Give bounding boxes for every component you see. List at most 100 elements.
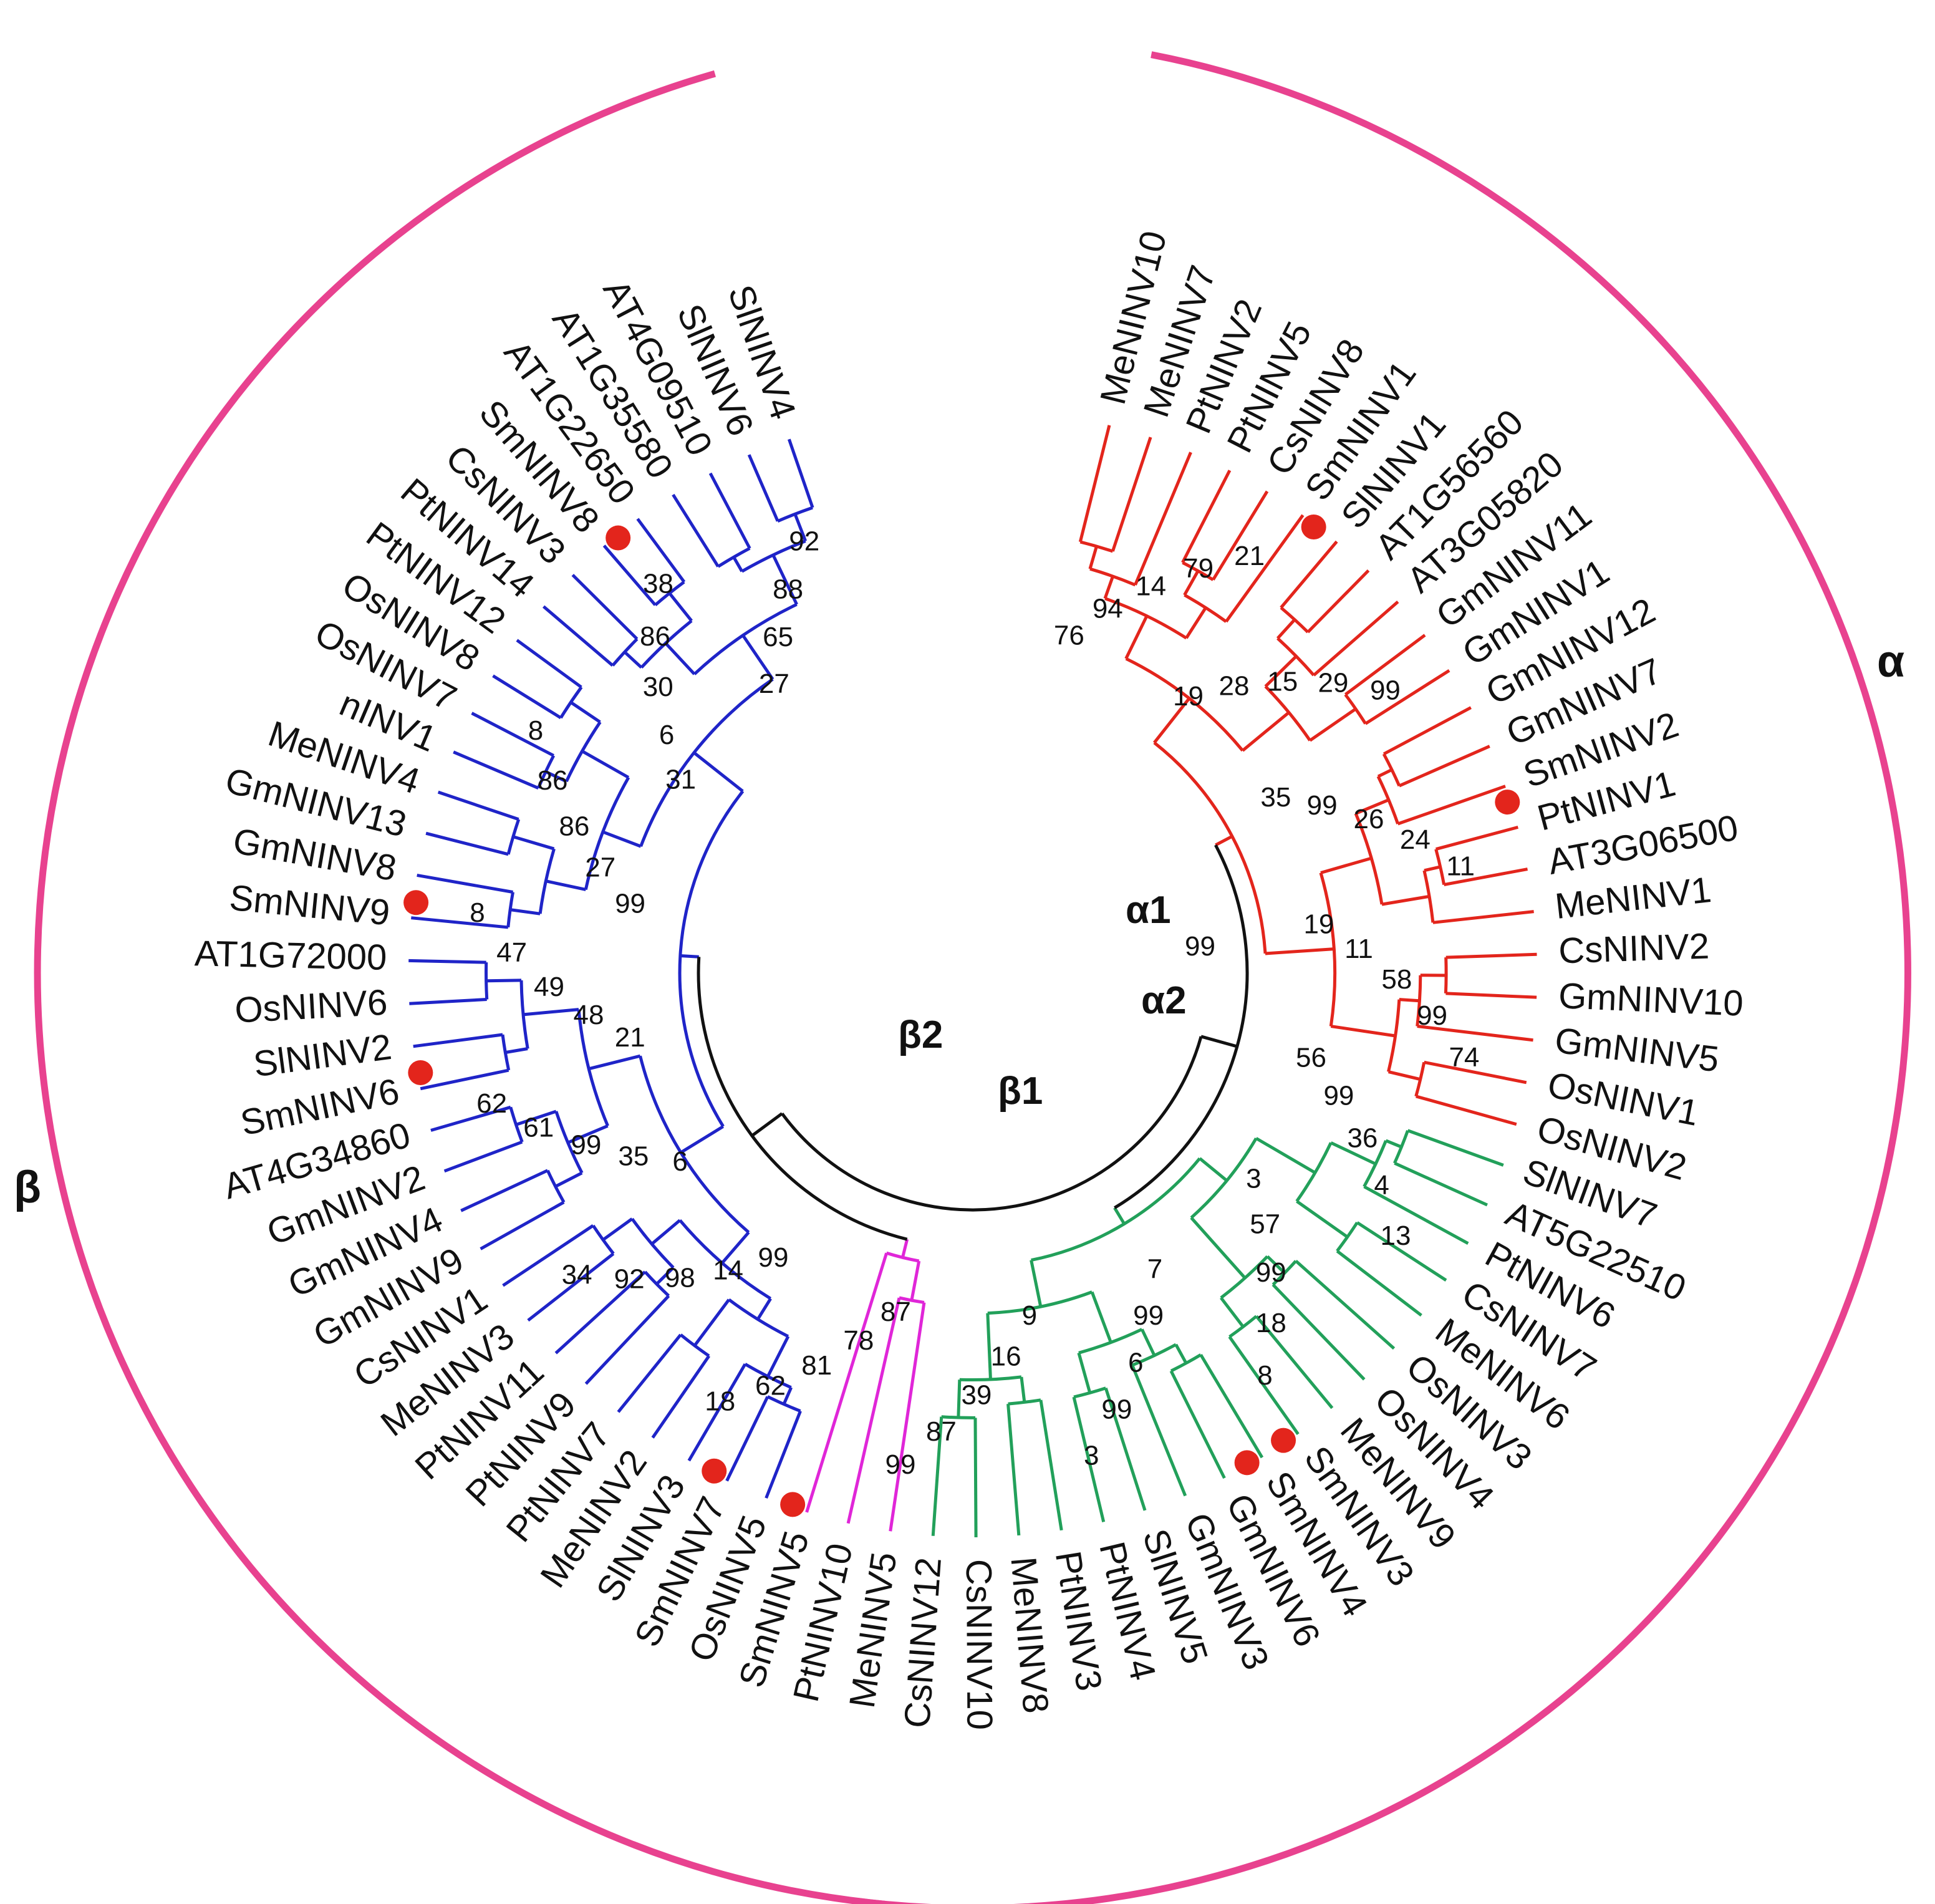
tree-branch — [546, 1169, 566, 1203]
bootstrap-value: 30 — [643, 672, 673, 702]
tree-branch — [668, 592, 693, 622]
tree-branch — [413, 1033, 503, 1048]
tree-branch — [678, 1219, 772, 1300]
tree-branch — [1344, 634, 1426, 696]
tree-branch — [1030, 1260, 1043, 1307]
tree-branch — [486, 979, 522, 983]
bootstrap-value: 87 — [881, 1297, 911, 1327]
bootstrap-value: 99 — [1307, 790, 1338, 821]
tree-branch — [453, 750, 539, 790]
leaf-label: CsNINV2 — [1558, 926, 1710, 972]
tree-branch — [1416, 975, 1422, 1027]
bootstrap-value: 13 — [1381, 1220, 1411, 1251]
tree-branch — [1382, 706, 1472, 756]
tree-branch — [516, 639, 582, 689]
tree-branch — [725, 1396, 770, 1482]
group-label-alpha: α — [1877, 637, 1904, 687]
sm-markers — [403, 515, 1520, 1517]
bootstrap-value: 6 — [659, 720, 674, 750]
bootstrap-value: 7 — [1147, 1254, 1162, 1284]
bootstrap-value: 99 — [1256, 1257, 1286, 1288]
tree-branch — [1276, 618, 1296, 640]
tree-branch — [437, 790, 519, 821]
leaf-label: CsNINV12 — [897, 1556, 949, 1729]
leaf-label: GmNINV10 — [1558, 975, 1744, 1024]
tree-branch — [1436, 825, 1518, 851]
tree-branch — [1387, 1070, 1421, 1081]
bootstrap-value: 99 — [615, 888, 645, 919]
tree-branch — [771, 554, 798, 606]
tree-branch — [744, 1363, 792, 1389]
clade-annotations: α β α1 α2 β1 β2 99 — [14, 637, 1904, 1212]
tree-branch — [602, 830, 642, 848]
bootstrap-value: 86 — [640, 621, 670, 652]
bootstrap-value: 99 — [1323, 1080, 1354, 1111]
bootstrap-value: 92 — [614, 1264, 645, 1295]
tree-branch — [408, 959, 486, 964]
root-bootstrap: 99 — [1185, 931, 1215, 962]
bootstrap-value: 94 — [1093, 594, 1123, 624]
tree-branch — [650, 1219, 681, 1245]
tree-branch — [1424, 1060, 1527, 1085]
bootstrap-value: 78 — [843, 1325, 874, 1356]
tree-branch — [1153, 697, 1191, 744]
bootstrap-value: 86 — [559, 811, 589, 841]
tree-branch — [1434, 848, 1446, 886]
tree-branch — [741, 634, 774, 680]
tree-branch — [1113, 1207, 1126, 1225]
tree-branch — [1020, 1376, 1026, 1403]
bootstrap-value: 14 — [1136, 571, 1166, 602]
bootstrap-value: 98 — [665, 1262, 695, 1293]
tree-branch — [617, 1333, 682, 1413]
tree-branch — [793, 513, 808, 542]
bootstrap-value: 92 — [789, 526, 819, 557]
tree-branch — [554, 1171, 583, 1188]
tree-branch — [1131, 1343, 1177, 1367]
sm-marker-dot — [606, 525, 631, 551]
tree-branches — [408, 425, 1537, 1537]
tree-branch — [747, 454, 779, 522]
tree-branch — [1228, 1315, 1258, 1338]
tree-branch — [411, 916, 509, 929]
tree-branch — [910, 1260, 921, 1301]
bootstrap-value: 6 — [1128, 1347, 1143, 1378]
tree-branch — [1385, 1139, 1402, 1149]
tree-branch — [1330, 1141, 1377, 1166]
bootstrap-value: 79 — [1183, 553, 1214, 584]
tree-branch — [1417, 1025, 1533, 1042]
bootstrap-value: 6 — [672, 1146, 687, 1177]
tree-branch — [1363, 1140, 1387, 1187]
tree-branch — [708, 472, 751, 549]
group-arc-beta — [34, 70, 885, 1904]
tree-branch — [680, 954, 699, 959]
bootstrap-value: 34 — [562, 1259, 592, 1290]
tree-branch — [1432, 910, 1534, 924]
tree-branch — [766, 1395, 801, 1413]
tree-branch — [721, 1231, 750, 1264]
tree-branch — [1124, 615, 1149, 660]
tree-branch — [1407, 1129, 1504, 1167]
leaf-label: AT1G72000 — [194, 933, 387, 978]
tree-branch — [781, 1036, 1203, 1212]
tree-branch — [569, 701, 601, 723]
tree-branch — [1445, 952, 1537, 959]
bootstrap-value: 65 — [763, 622, 793, 652]
bootstrap-value: 76 — [1054, 620, 1084, 650]
bootstrap-value: 18 — [1256, 1308, 1286, 1338]
tree-branch — [536, 755, 556, 789]
tree-branch — [1394, 1161, 1488, 1207]
bootstrap-value: 57 — [1250, 1209, 1280, 1239]
tree-branch — [1255, 1315, 1334, 1409]
bootstrap-value: 56 — [1296, 1043, 1326, 1073]
bootstrap-value: 21 — [1234, 541, 1265, 571]
tree-branch — [584, 1295, 670, 1385]
tree-branch — [1103, 576, 1114, 599]
tree-branch — [1265, 947, 1334, 955]
bootstrap-value: 62 — [476, 1088, 507, 1119]
bootstrap-value: 61 — [523, 1112, 554, 1143]
tree-branch — [1031, 1157, 1201, 1262]
leaf-label: OsNINV6 — [234, 982, 388, 1031]
tree-branch — [1398, 745, 1490, 788]
